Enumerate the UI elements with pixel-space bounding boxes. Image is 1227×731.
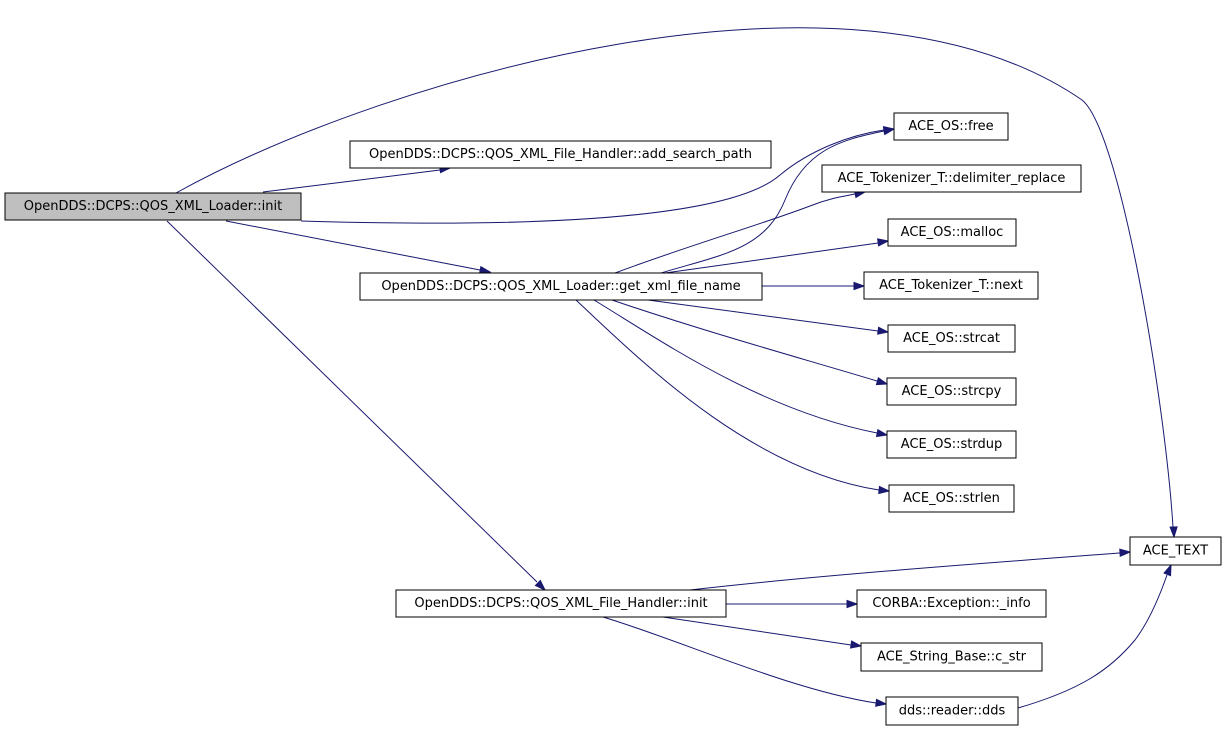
edge-n15-to-n11 <box>1017 574 1168 709</box>
node-label: OpenDDS::DCPS::QOS_XML_Loader::get_xml_f… <box>381 279 740 294</box>
edge-n5-to-n10 <box>575 299 880 491</box>
edge-n5-to-n4 <box>664 242 879 274</box>
edge-n5-to-n2 <box>660 130 885 274</box>
edge-n5-to-n3 <box>614 193 856 274</box>
edge-n5-to-n8 <box>611 299 878 382</box>
edge-n0-to-n11 <box>175 27 1174 528</box>
node-label: ACE_Tokenizer_T::next <box>879 278 1023 293</box>
node-corba-exception-info[interactable]: CORBA::Exception::_info <box>856 589 1047 618</box>
arrowhead-n0-to-n12 <box>534 579 547 592</box>
node-label: ACE_Tokenizer_T::delimiter_replace <box>838 171 1066 186</box>
node-label: OpenDDS::DCPS::QOS_XML_File_Handler::add… <box>369 147 752 162</box>
node-label: ACE_OS::strlen <box>903 491 1000 506</box>
node-label: dds::reader::dds <box>899 704 1006 719</box>
node-label: CORBA::Exception::_info <box>872 596 1030 611</box>
node-string-base-c-str[interactable]: ACE_String_Base::c_str <box>860 642 1043 672</box>
node-ace-os-strdup[interactable]: ACE_OS::strdup <box>886 430 1017 459</box>
node-tokenizer-next[interactable]: ACE_Tokenizer_T::next <box>863 271 1039 300</box>
node-get-xml-file-name[interactable]: OpenDDS::DCPS::QOS_XML_Loader::get_xml_f… <box>359 272 763 301</box>
node-label: ACE_OS::strdup <box>901 437 1002 452</box>
edge-n0-to-n5 <box>225 220 481 271</box>
arrowhead-n0-to-n11 <box>1169 526 1178 539</box>
node-label: ACE_OS::malloc <box>901 225 1004 240</box>
node-label: ACE_OS::free <box>908 119 993 134</box>
node-label: ACE_TEXT <box>1143 544 1208 559</box>
arrowhead-n5-to-n6 <box>853 281 866 291</box>
arrowhead-n5-to-n8 <box>875 377 889 386</box>
arrowhead-n15-to-n11 <box>1163 563 1172 577</box>
arrowhead-n12-to-n15 <box>875 698 888 707</box>
arrowhead-n5-to-n7 <box>877 326 890 335</box>
node-qos-xml-loader-init[interactable]: OpenDDS::DCPS::QOS_XML_Loader::init <box>4 192 302 221</box>
edge-n0-to-n2 <box>300 129 885 224</box>
node-qos-xml-file-handler-init[interactable]: OpenDDS::DCPS::QOS_XML_File_Handler::ini… <box>395 589 727 618</box>
node-ace-os-strcat[interactable]: ACE_OS::strcat <box>887 324 1016 353</box>
node-label: OpenDDS::DCPS::QOS_XML_Loader::init <box>24 199 282 214</box>
node-ace-text[interactable]: ACE_TEXT <box>1129 536 1222 566</box>
arrowhead-n12-to-n13 <box>846 599 859 609</box>
node-ace-os-strlen[interactable]: ACE_OS::strlen <box>888 484 1015 513</box>
node-add-search-path[interactable]: OpenDDS::DCPS::QOS_XML_File_Handler::add… <box>349 140 772 169</box>
node-label: ACE_String_Base::c_str <box>877 650 1027 665</box>
arrowhead-n5-to-n10 <box>878 485 891 495</box>
edge-n12-to-n11 <box>689 552 1121 591</box>
node-dds-reader-dds[interactable]: dds::reader::dds <box>885 696 1019 726</box>
node-ace-os-free[interactable]: ACE_OS::free <box>893 112 1009 141</box>
arrowhead-n5-to-n4 <box>877 238 890 247</box>
node-label: ACE_OS::strcpy <box>902 384 1002 399</box>
edge-n12-to-n14 <box>662 616 852 646</box>
arrowhead-n12-to-n14 <box>849 640 863 649</box>
edge-n5-to-n7 <box>647 299 879 332</box>
node-label: OpenDDS::DCPS::QOS_XML_File_Handler::ini… <box>414 596 707 611</box>
node-ace-os-malloc[interactable]: ACE_OS::malloc <box>887 218 1017 247</box>
edge-n0-to-n1 <box>262 169 441 193</box>
edge-n5-to-n9 <box>593 299 878 434</box>
arrowhead-n5-to-n2 <box>882 126 896 136</box>
edge-n0-to-n12 <box>166 220 538 583</box>
node-ace-os-strcpy[interactable]: ACE_OS::strcpy <box>886 377 1017 406</box>
edges-layer <box>166 27 1178 709</box>
edge-n12-to-n15 <box>602 616 877 704</box>
arrowhead-n5-to-n9 <box>875 428 889 438</box>
node-label: ACE_OS::strcat <box>903 331 1000 346</box>
arrowhead-n12-to-n11 <box>1119 548 1132 557</box>
node-delimiter-replace[interactable]: ACE_Tokenizer_T::delimiter_replace <box>821 164 1082 193</box>
